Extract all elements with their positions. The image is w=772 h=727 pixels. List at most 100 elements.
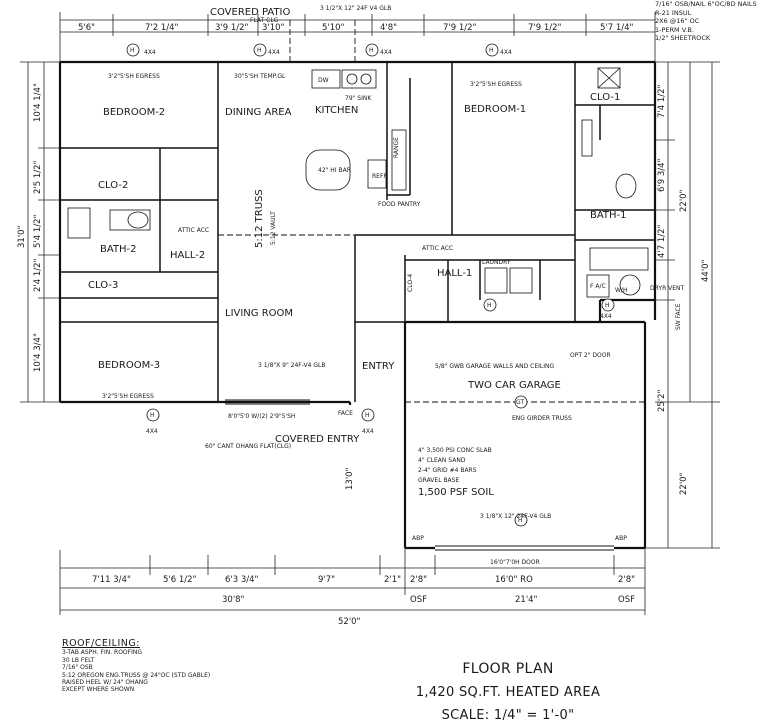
- svg-text:FACE: FACE: [338, 410, 353, 417]
- svg-text:5'6": 5'6": [78, 23, 95, 33]
- front-window: [225, 399, 310, 405]
- svg-text:H: H: [518, 517, 523, 524]
- svg-text:7'9 1/2": 7'9 1/2": [528, 23, 562, 33]
- svg-text:60" CANT OHANG FLAT(CLG): 60" CANT OHANG FLAT(CLG): [205, 443, 291, 450]
- svg-text:4X4: 4X4: [380, 49, 392, 56]
- plan-title: FLOOR PLAN: [462, 661, 554, 677]
- svg-text:5'6 1/2": 5'6 1/2": [163, 575, 197, 585]
- right-dimension-lines: [645, 61, 720, 549]
- svg-text:3'2"5'SH EGRESS: 3'2"5'SH EGRESS: [102, 393, 154, 400]
- svg-text:4" CLEAN SAND: 4" CLEAN SAND: [418, 457, 466, 464]
- svg-text:ABP: ABP: [615, 535, 627, 542]
- svg-text:SW FACE: SW FACE: [675, 303, 682, 330]
- room-garage: TWO CAR GARAGE: [467, 380, 561, 391]
- svg-text:3'9 1/2": 3'9 1/2": [215, 23, 249, 33]
- header-labels: H H H H H H H H H GT 4X4 4X4 4X4 4X4 4X4…: [130, 47, 612, 524]
- svg-text:OSF: OSF: [410, 595, 427, 605]
- svg-text:4X4: 4X4: [144, 49, 156, 56]
- svg-text:2'8": 2'8": [618, 575, 635, 585]
- svg-text:H: H: [365, 412, 370, 419]
- svg-text:3'2"5'SH EGRESS: 3'2"5'SH EGRESS: [470, 81, 522, 88]
- svg-text:6'3 3/4": 6'3 3/4": [225, 575, 259, 585]
- svg-text:5'7 1/4": 5'7 1/4": [600, 23, 634, 33]
- garage-door: [435, 545, 614, 551]
- bottom-dimension-lines: [59, 548, 646, 615]
- svg-text:ENG GIRDER TRUSS: ENG GIRDER TRUSS: [512, 415, 572, 422]
- svg-text:REFR: REFR: [372, 173, 388, 180]
- room-labels: BEDROOM-2 BEDROOM-1 BEDROOM-3 DINING ARE…: [88, 7, 627, 445]
- svg-text:7'2 1/4": 7'2 1/4": [145, 23, 179, 33]
- svg-text:2'1": 2'1": [384, 575, 401, 585]
- svg-text:3 1/8"X 12" 24F-V4 GLB: 3 1/8"X 12" 24F-V4 GLB: [480, 513, 551, 520]
- svg-text:4'7 1/2": 4'7 1/2": [657, 224, 667, 258]
- svg-text:4'8": 4'8": [380, 23, 397, 33]
- svg-text:7'4 1/2": 7'4 1/2": [657, 84, 667, 118]
- svg-text:52'0": 52'0": [338, 617, 361, 627]
- svg-text:RANGE: RANGE: [393, 137, 400, 158]
- svg-text:10'4 1/4": 10'4 1/4": [33, 83, 43, 122]
- svg-text:FLAT CLG: FLAT CLG: [250, 17, 279, 24]
- svg-text:OSF: OSF: [618, 595, 635, 605]
- svg-text:25'2": 25'2": [657, 389, 667, 412]
- svg-text:21'4": 21'4": [515, 595, 538, 605]
- svg-text:H: H: [369, 47, 374, 54]
- svg-text:W/H: W/H: [615, 287, 627, 294]
- svg-text:16'0" RO: 16'0" RO: [495, 575, 533, 585]
- svg-text:GRAVEL BASE: GRAVEL BASE: [418, 477, 459, 484]
- svg-text:2'5 1/2": 2'5 1/2": [33, 160, 43, 194]
- room-bedroom-1: BEDROOM-1: [464, 104, 526, 115]
- svg-text:OPT 2" DOOR: OPT 2" DOOR: [570, 352, 611, 359]
- svg-text:4X4: 4X4: [146, 428, 158, 435]
- svg-text:H: H: [130, 47, 135, 54]
- roof-notes-heading: ROOF/CEILING:: [62, 638, 140, 649]
- room-entry: ENTRY: [362, 361, 395, 372]
- svg-text:44'0": 44'0": [701, 259, 711, 282]
- svg-text:3 1/8"X 9" 24F-V4 GLB: 3 1/8"X 9" 24F-V4 GLB: [258, 362, 325, 369]
- room-hall-1: HALL-1: [437, 268, 472, 279]
- svg-text:H: H: [150, 412, 155, 419]
- svg-text:H: H: [257, 47, 262, 54]
- svg-text:2'8": 2'8": [410, 575, 427, 585]
- room-hall-2: HALL-2: [170, 250, 205, 261]
- svg-text:4X4: 4X4: [362, 428, 374, 435]
- svg-text:4X4: 4X4: [600, 313, 612, 320]
- scale-label: SCALE: 1/4" = 1'-0": [441, 708, 575, 723]
- svg-text:42" HI BAR: 42" HI BAR: [318, 167, 351, 174]
- svg-text:5'10": 5'10": [322, 23, 345, 33]
- room-laundry: LAUNDRY: [482, 259, 511, 266]
- svg-text:13'0": 13'0": [345, 467, 355, 490]
- vault-label: 5:12 VAULT: [270, 211, 277, 245]
- left-dimension-lines: [20, 61, 60, 403]
- title-block: FLOOR PLAN 1,420 SQ.FT. HEATED AREA SCAL…: [360, 658, 656, 727]
- svg-text:H: H: [605, 302, 610, 309]
- svg-text:6'9 3/4": 6'9 3/4": [657, 158, 667, 192]
- bottom-dimensions: 7'11 3/4" 5'6 1/2" 6'3 3/4" 9'7" 2'1" 2'…: [92, 575, 635, 627]
- svg-text:16'0"7'0H DOOR: 16'0"7'0H DOOR: [490, 559, 540, 566]
- left-dimensions: 10'4 1/4" 2'5 1/2" 5'4 1/2" 2'4 1/2" 10'…: [17, 83, 43, 372]
- right-dimensions: 7'4 1/2" 6'9 3/4" 4'7 1/2" 22'0" 44'0" 2…: [345, 84, 711, 495]
- heated-area: 1,420 SQ.FT. HEATED AREA: [415, 685, 601, 700]
- svg-text:DW: DW: [318, 77, 329, 84]
- header-markers: [126, 43, 615, 527]
- svg-text:3 1/2"X 12" 24F V4 GLB: 3 1/2"X 12" 24F V4 GLB: [320, 5, 391, 12]
- room-dining: DINING AREA: [225, 107, 292, 118]
- svg-text:22'0": 22'0": [679, 189, 689, 212]
- svg-text:F A/C: F A/C: [590, 283, 606, 290]
- svg-text:GT: GT: [516, 399, 524, 406]
- svg-text:H: H: [487, 302, 492, 309]
- svg-text:2-4" GRID #4 BARS: 2-4" GRID #4 BARS: [418, 467, 477, 474]
- truss-label: 5:12 TRUSS: [254, 189, 265, 248]
- room-covered-patio: COVERED PATIO: [210, 7, 290, 18]
- svg-text:3'10": 3'10": [262, 23, 285, 33]
- svg-text:4X4: 4X4: [500, 49, 512, 56]
- svg-text:3'2"5'SH EGRESS: 3'2"5'SH EGRESS: [108, 73, 160, 80]
- svg-text:2'4 1/2": 2'4 1/2": [33, 258, 43, 292]
- room-bath-1: BATH-1: [590, 210, 627, 221]
- svg-text:H: H: [489, 47, 494, 54]
- svg-text:7'11 3/4": 7'11 3/4": [92, 575, 131, 585]
- room-bath-2: BATH-2: [100, 244, 137, 255]
- top-dimensions: 5'6" 7'2 1/4" 3'9 1/2" 3'10" 5'10" 4'8" …: [78, 23, 634, 33]
- svg-text:31'0": 31'0": [17, 225, 27, 248]
- room-clo-3: CLO-3: [88, 280, 118, 291]
